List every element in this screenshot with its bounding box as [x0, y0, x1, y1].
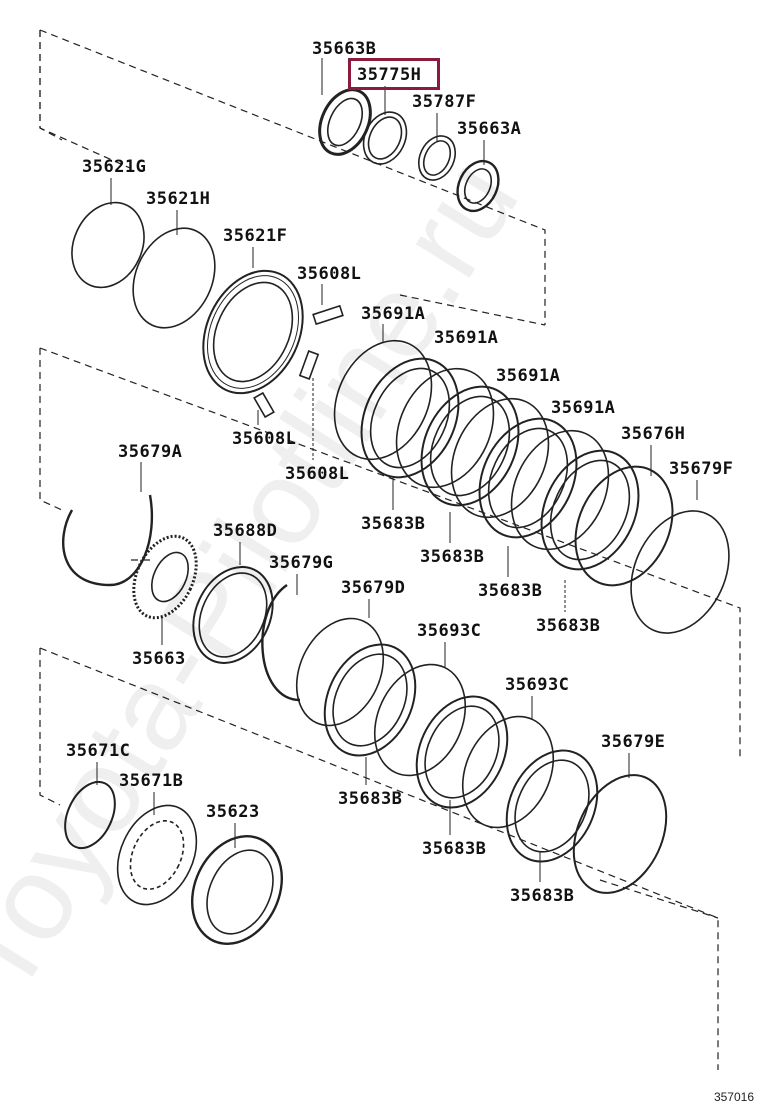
group-outline-top: [39, 29, 546, 325]
part-label-35671b[interactable]: 35671B: [119, 771, 184, 791]
figure-number: 357016: [713, 1090, 754, 1104]
part-label-35683b[interactable]: 35683B: [338, 789, 403, 809]
part-35621F-piston: [202, 269, 304, 395]
part-label-35663b[interactable]: 35663B: [312, 39, 377, 59]
group-outlines: [39, 30, 63, 141]
part-label-35691a[interactable]: 35691A: [434, 328, 499, 348]
part-label-35679g[interactable]: 35679G: [269, 553, 334, 573]
part-35691A-plate-4: [510, 429, 610, 551]
part-label-35691a[interactable]: 35691A: [496, 366, 561, 386]
part-label-35608l[interactable]: 35608L: [285, 464, 350, 484]
part-label-35693c[interactable]: 35693C: [417, 621, 482, 641]
part-label-35621h[interactable]: 35621H: [146, 189, 211, 209]
part-label-35676h[interactable]: 35676H: [621, 424, 686, 444]
part-label-35621g[interactable]: 35621G: [82, 157, 147, 177]
part-35621G-oring: [71, 201, 145, 289]
part-label-35608l[interactable]: 35608L: [232, 429, 297, 449]
part-35775H-race: [362, 111, 408, 165]
part-label-35691a[interactable]: 35691A: [361, 304, 426, 324]
part-35621H-oring: [132, 227, 216, 329]
ring-parts: [61, 88, 730, 945]
part-label-35679f[interactable]: 35679F: [669, 459, 734, 479]
part-35679E-plate: [572, 774, 668, 894]
part-label-35663[interactable]: 35663: [132, 649, 186, 669]
part-label-35683b[interactable]: 35683B: [361, 514, 426, 534]
part-35683B-disc-3: [478, 417, 578, 539]
part-35679D-plate: [295, 617, 385, 727]
part-label-35621f[interactable]: 35621F: [223, 226, 288, 246]
part-35663A-bearing: [456, 159, 500, 213]
part-label-35683b[interactable]: 35683B: [478, 581, 543, 601]
part-35787F-ring: [417, 135, 457, 181]
part-label-35679a[interactable]: 35679A: [118, 442, 183, 462]
part-35608L-spring: [312, 304, 344, 326]
part-label-35787f[interactable]: 35787F: [412, 92, 477, 112]
part-35683B-disc-5: [323, 643, 417, 757]
part-label-35679d[interactable]: 35679D: [341, 578, 406, 598]
part-35679F-snapring: [630, 510, 730, 634]
part-label-35683b[interactable]: 35683B: [420, 547, 485, 567]
part-label-35683b[interactable]: 35683B: [536, 616, 601, 636]
part-label-35679e[interactable]: 35679E: [601, 732, 666, 752]
part-35679G-snapring: [261, 584, 301, 702]
part-label-35683b[interactable]: 35683B: [510, 886, 575, 906]
part-label-35691a[interactable]: 35691A: [551, 398, 616, 418]
part-35683B-disc-6: [415, 695, 509, 809]
part-35691A-plate-3: [450, 397, 550, 519]
part-35693C-plate-2: [461, 715, 555, 829]
part-label-35693c[interactable]: 35693C: [505, 675, 570, 695]
part-label-35688d[interactable]: 35688D: [213, 521, 278, 541]
part-label-35671c[interactable]: 35671C: [66, 741, 131, 761]
part-label-35608l[interactable]: 35608L: [297, 264, 362, 284]
part-35676H-flange: [574, 465, 674, 587]
part-35671B-plate: [116, 804, 198, 906]
highlight-box-35775H: [348, 58, 440, 90]
leader-lines: [96, 58, 698, 882]
part-35683B-disc-2: [420, 385, 520, 507]
part-35688D-ring: [192, 566, 274, 664]
part-35623-plate: [190, 835, 284, 945]
part-label-35623[interactable]: 35623: [206, 802, 260, 822]
part-35683B-disc-7: [505, 749, 599, 863]
part-35683B-disc-4: [540, 449, 640, 571]
group-outline-top: [39, 30, 63, 141]
part-label-35775h[interactable]: 35775H: [357, 65, 422, 85]
part-35691A-plate-1: [333, 339, 433, 461]
part-35691A-plate-2: [395, 367, 495, 489]
part-label-35663a[interactable]: 35663A: [457, 119, 522, 139]
part-35683B-disc-1: [360, 357, 460, 479]
part-35679A-snapring: [61, 494, 154, 587]
part-35663-hub: [132, 534, 198, 620]
part-35671C-snapring: [64, 780, 116, 850]
part-label-35683b[interactable]: 35683B: [422, 839, 487, 859]
